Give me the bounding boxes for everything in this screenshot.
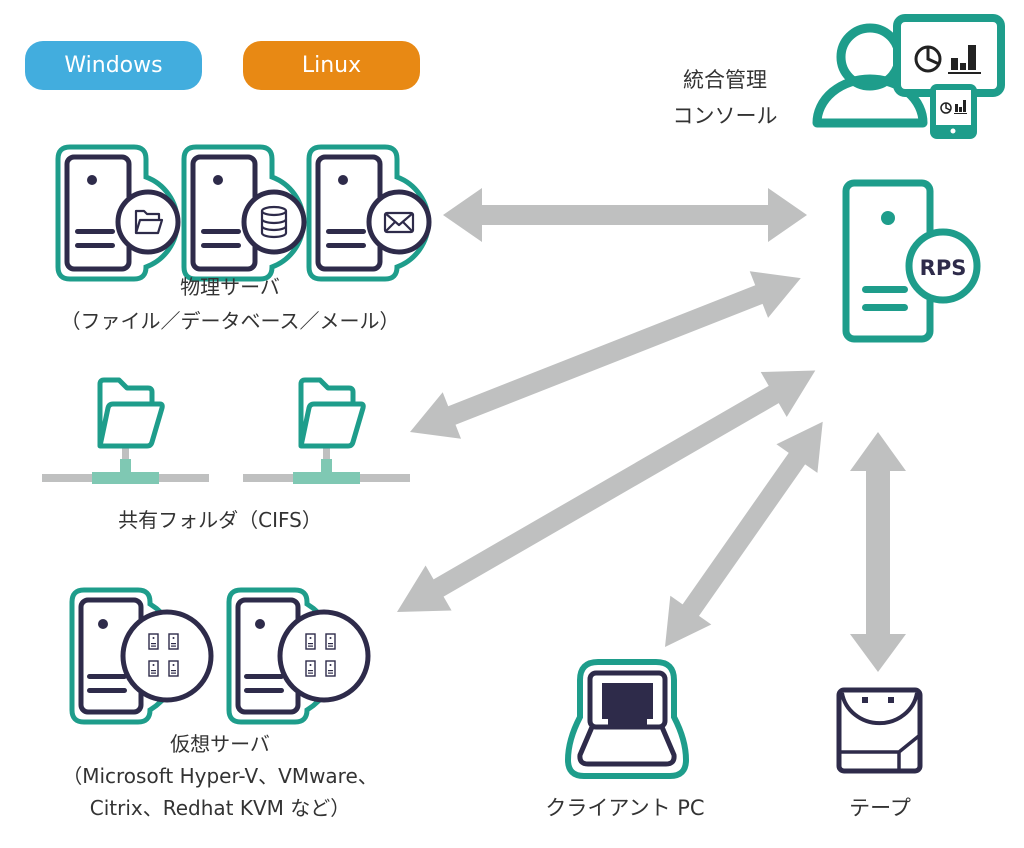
laptop-icon xyxy=(577,670,677,767)
physical-server-database xyxy=(184,147,304,279)
physical-servers-subtitle: （ファイル／データベース／メール） xyxy=(60,309,400,333)
arrow-client-rps xyxy=(665,421,823,647)
mail-icon xyxy=(383,211,415,234)
virtual-servers-subtitle-2: Citrix、Redhat KVM など） xyxy=(89,796,351,820)
windows-legend-badge: Windows xyxy=(25,41,202,90)
console-subtitle: コンソール xyxy=(672,104,778,128)
linux-legend-badge: Linux xyxy=(243,41,420,90)
arrow-tape-rps xyxy=(850,432,906,672)
physical-server-file xyxy=(58,147,178,279)
client-pc-label: クライアント PC xyxy=(545,796,705,820)
console-title: 統合管理 xyxy=(683,68,767,92)
folder-icon xyxy=(134,209,164,235)
windows-legend-label: Windows xyxy=(64,53,163,78)
linux-legend-label: Linux xyxy=(301,53,362,78)
physical-server-mail xyxy=(309,147,429,279)
arrow-physical-rps xyxy=(443,188,807,242)
tape-icon xyxy=(836,687,923,774)
arrow-virtual-rps xyxy=(397,370,816,612)
virtual-servers-subtitle-1: （Microsoft Hyper-V、VMware、 xyxy=(62,764,378,788)
console-tablet-icon xyxy=(930,84,977,139)
tape-label: テープ xyxy=(849,796,911,820)
shared-folder-label: 共有フォルダ（CIFS） xyxy=(118,508,322,532)
virtual-servers-title: 仮想サーバ xyxy=(170,732,270,756)
rps-badge: RPS xyxy=(920,256,967,280)
database-icon xyxy=(260,205,288,239)
arrow-shared-rps xyxy=(410,271,801,439)
physical-servers-title: 物理サーバ xyxy=(180,275,280,299)
